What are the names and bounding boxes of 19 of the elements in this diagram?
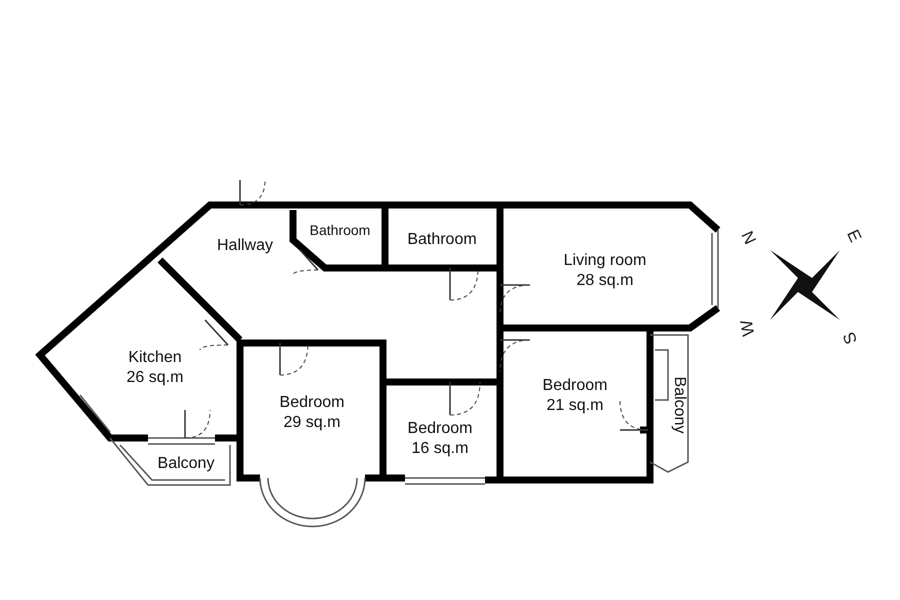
room-area-text: 28 sq.m: [576, 271, 634, 291]
room-name: Kitchen: [128, 348, 182, 368]
room-name: Bedroom: [280, 393, 344, 413]
room-name: Bathroom: [310, 221, 370, 240]
compass-direction-label: N: [736, 228, 760, 248]
room-name: Bathroom: [407, 230, 477, 250]
room-area-text: 26 sq.m: [126, 368, 184, 388]
room-area-text: 21 sq.m: [546, 396, 604, 416]
room-name: Balcony: [670, 376, 689, 434]
room-name: Bedroom: [408, 419, 472, 439]
room-area-text: 16 sq.m: [412, 439, 468, 459]
compass-direction-label: E: [842, 226, 866, 246]
compass-direction-label: S: [839, 329, 862, 347]
room-name: Living room: [564, 251, 646, 271]
room-name: Bedroom: [542, 376, 608, 396]
room-name: Balcony: [158, 454, 214, 474]
compass-direction-label: W: [736, 318, 760, 338]
room-area-text: 29 sq.m: [284, 413, 340, 433]
room-name: Hallway: [216, 236, 273, 256]
